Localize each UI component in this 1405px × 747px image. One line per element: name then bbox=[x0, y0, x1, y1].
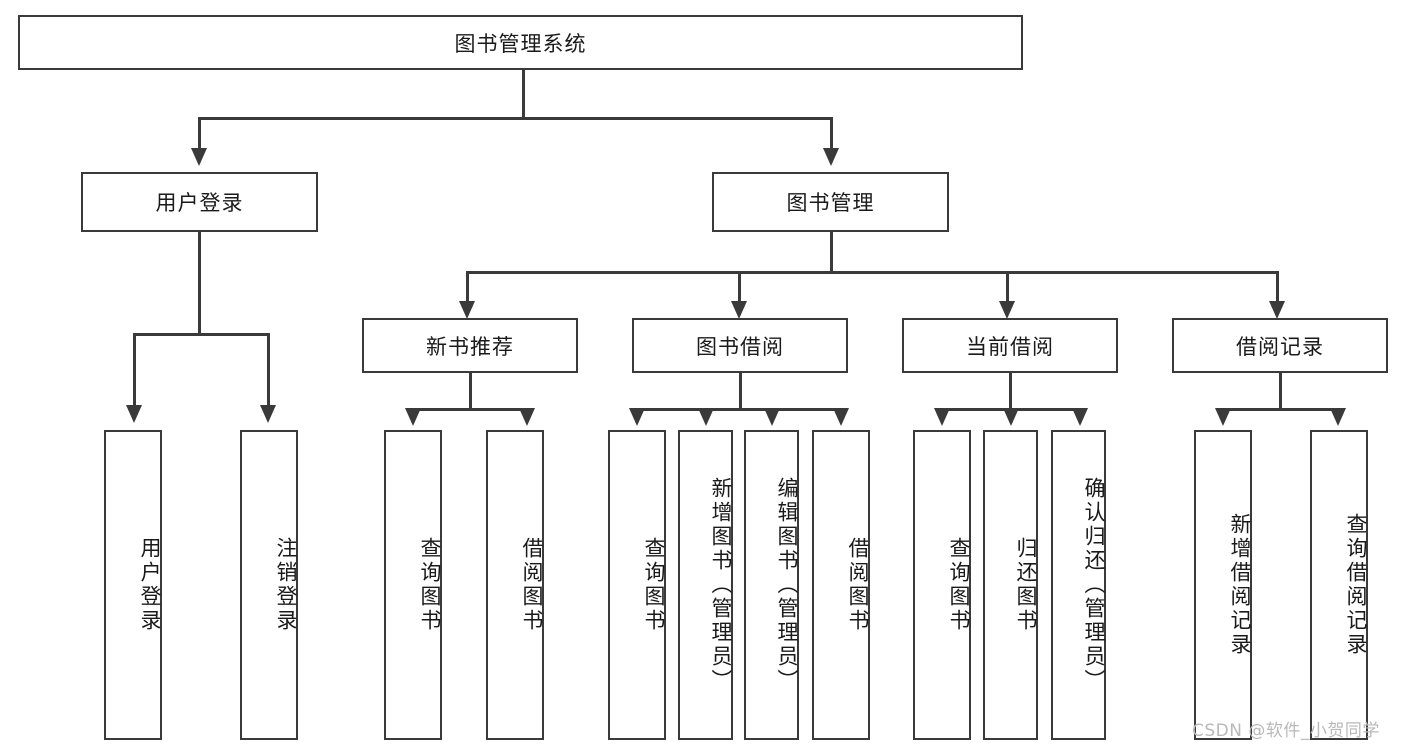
connector-borrow-record-distributor bbox=[1222, 408, 1339, 411]
node-label: 借阅图书 bbox=[846, 537, 870, 633]
connector-root-to-user-login bbox=[198, 117, 201, 150]
node-user-login[interactable]: 用户登录 bbox=[81, 172, 318, 232]
node-borrow-record[interactable]: 借阅记录 bbox=[1172, 318, 1388, 373]
node-label: 新书推荐 bbox=[426, 334, 514, 359]
leaf-borrow-query-book[interactable]: 查询图书 bbox=[608, 430, 666, 740]
leaf-borrow-edit-book-admin[interactable]: 编辑图书（管理员） bbox=[744, 430, 799, 740]
node-label: 编辑图书（管理员） bbox=[775, 477, 799, 693]
node-label: 当前借阅 bbox=[966, 334, 1054, 359]
node-label: 用户登录 bbox=[138, 537, 162, 633]
arrow-book-manage-to-current bbox=[999, 301, 1015, 319]
arrow-book-manage-to-new-book bbox=[459, 301, 475, 319]
leaf-recommend-query-book[interactable]: 查询图书 bbox=[384, 430, 442, 740]
connector-root-stem bbox=[522, 70, 525, 117]
node-book-borrow[interactable]: 图书借阅 bbox=[632, 318, 848, 373]
node-label: 查询借阅记录 bbox=[1344, 513, 1368, 657]
node-book-management[interactable]: 图书管理 bbox=[712, 172, 949, 232]
arrow-book-manage-to-borrow bbox=[731, 301, 747, 319]
connector-user-login-distributor bbox=[133, 333, 267, 336]
node-new-book-recommend[interactable]: 新书推荐 bbox=[362, 318, 578, 373]
leaf-current-confirm-return-admin[interactable]: 确认归还（管理员） bbox=[1051, 430, 1106, 740]
leaf-record-add-record[interactable]: 新增借阅记录 bbox=[1194, 430, 1252, 740]
arrow-book-borrow-to-lend bbox=[833, 408, 849, 426]
connector-book-manage-stem bbox=[830, 232, 833, 271]
connector-new-book-stem bbox=[469, 373, 472, 408]
node-label: 用户登录 bbox=[155, 191, 244, 215]
arrow-root-to-book-manage bbox=[823, 148, 839, 166]
node-label: 查询图书 bbox=[947, 537, 971, 633]
node-label: 查询图书 bbox=[642, 537, 666, 633]
node-label: 新增图书（管理员） bbox=[709, 477, 733, 693]
connector-book-manage-to-borrow bbox=[738, 271, 741, 303]
node-label: 新增借阅记录 bbox=[1228, 513, 1252, 657]
connector-book-manage-distributor bbox=[466, 271, 1278, 274]
connector-book-manage-to-record bbox=[1276, 271, 1279, 303]
arrow-current-borrow-to-confirm bbox=[1072, 408, 1088, 426]
arrow-book-borrow-to-query bbox=[629, 408, 645, 426]
arrow-borrow-record-to-add bbox=[1215, 408, 1231, 426]
leaf-user-logout[interactable]: 注销登录 bbox=[240, 430, 298, 740]
connector-book-borrow-distributor bbox=[636, 408, 841, 411]
arrow-user-login-to-login bbox=[126, 405, 142, 423]
arrow-user-login-to-logout bbox=[260, 405, 276, 423]
connector-new-book-distributor bbox=[412, 408, 529, 411]
connector-borrow-record-stem bbox=[1279, 373, 1282, 408]
connector-user-login-to-login bbox=[133, 333, 136, 407]
arrow-current-borrow-to-query bbox=[934, 408, 950, 426]
connector-book-manage-to-new-book bbox=[466, 271, 469, 303]
leaf-user-login[interactable]: 用户登录 bbox=[104, 430, 162, 740]
leaf-borrow-lend-book[interactable]: 借阅图书 bbox=[812, 430, 870, 740]
connector-book-borrow-stem bbox=[739, 373, 742, 408]
leaf-record-query-record[interactable]: 查询借阅记录 bbox=[1310, 430, 1368, 740]
node-current-borrow[interactable]: 当前借阅 bbox=[902, 318, 1118, 373]
node-label: 图书借阅 bbox=[696, 334, 784, 359]
connector-root-to-book-manage bbox=[830, 117, 833, 150]
node-label: 借阅记录 bbox=[1236, 334, 1324, 359]
connector-current-borrow-stem bbox=[1009, 373, 1012, 408]
leaf-borrow-add-book-admin[interactable]: 新增图书（管理员） bbox=[678, 430, 733, 740]
node-label: 借阅图书 bbox=[520, 537, 544, 633]
arrow-book-borrow-to-edit bbox=[764, 408, 780, 426]
connector-root-distributor bbox=[198, 117, 833, 120]
leaf-current-query-book[interactable]: 查询图书 bbox=[913, 430, 971, 740]
connector-user-login-stem bbox=[198, 232, 201, 333]
arrow-new-book-to-borrow bbox=[519, 408, 535, 426]
node-label: 归还图书 bbox=[1014, 537, 1038, 633]
arrow-book-borrow-to-add bbox=[698, 408, 714, 426]
leaf-recommend-borrow-book[interactable]: 借阅图书 bbox=[486, 430, 544, 740]
arrow-new-book-to-query bbox=[405, 408, 421, 426]
arrow-borrow-record-to-query bbox=[1330, 408, 1346, 426]
node-label: 确认归还（管理员） bbox=[1082, 477, 1106, 693]
connector-user-login-to-logout bbox=[267, 333, 270, 407]
arrow-root-to-user-login bbox=[191, 148, 207, 166]
node-root-system[interactable]: 图书管理系统 bbox=[18, 15, 1023, 70]
node-label: 图书管理 bbox=[786, 191, 875, 215]
connector-book-manage-to-current bbox=[1006, 271, 1009, 303]
node-label: 注销登录 bbox=[274, 537, 298, 633]
node-label: 查询图书 bbox=[418, 537, 442, 633]
leaf-current-return-book[interactable]: 归还图书 bbox=[983, 430, 1038, 740]
arrow-current-borrow-to-return bbox=[1003, 408, 1019, 426]
node-label: 图书管理系统 bbox=[454, 31, 587, 56]
arrow-book-manage-to-record bbox=[1269, 301, 1285, 319]
